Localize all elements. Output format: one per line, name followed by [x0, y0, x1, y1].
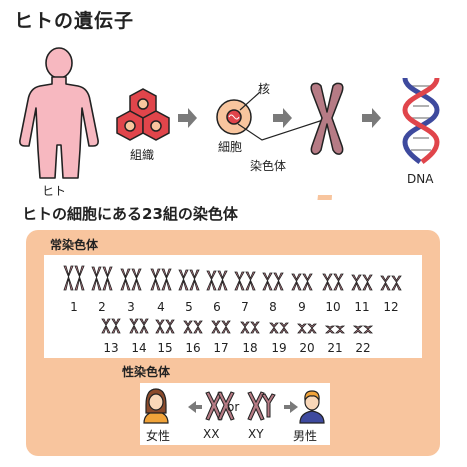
male-label: 男性	[293, 429, 318, 443]
chromosome-number-14: 14	[131, 341, 146, 355]
chromosome-pair-19	[269, 322, 289, 334]
chromosome-pair-13	[101, 318, 121, 334]
chromosome-number-16: 16	[185, 341, 200, 355]
arrow-right-icon	[362, 108, 381, 128]
chromosome-number-22: 22	[355, 341, 370, 355]
chromosome-pair-6	[206, 270, 228, 291]
section-subtitle: ヒトの細胞にある23組の染色体	[22, 205, 238, 223]
chromosome-pair-22	[352, 325, 374, 334]
sex-chromosomes-label: 性染色体	[122, 365, 171, 379]
cell-label: 細胞	[218, 140, 243, 154]
chromosome-number-15: 15	[157, 341, 172, 355]
chromosome-number-11: 11	[354, 300, 369, 314]
chromosome-number-10: 10	[325, 300, 340, 314]
chromosome-pair-18	[240, 321, 260, 334]
page-title: ヒトの遺伝子	[14, 10, 135, 32]
chromosome-number-18: 18	[242, 341, 257, 355]
chromosome-pair-8	[262, 272, 284, 291]
or-label: or	[227, 400, 240, 414]
chromosome-pair-16	[183, 320, 203, 334]
chromosome-pair-20	[297, 323, 317, 334]
chromosome-number-3: 3	[127, 300, 135, 314]
chromosome-number-4: 4	[157, 300, 165, 314]
chromosome-number-8: 8	[269, 300, 277, 314]
autosomes-label: 常染色体	[50, 238, 99, 252]
chromosome-pair-12	[380, 275, 402, 291]
male-avatar-icon	[299, 390, 325, 424]
chromosome-pair-3	[120, 268, 142, 291]
chromosome-number-12: 12	[383, 300, 398, 314]
chromosome-number-7: 7	[241, 300, 249, 314]
nucleus-label: 核	[258, 82, 271, 96]
female-avatar-icon	[143, 388, 169, 424]
xy-label: XY	[248, 427, 264, 441]
xx-label: XX	[203, 427, 220, 441]
chromosome-pair-10	[322, 273, 344, 291]
chromosome-pair-9	[291, 273, 313, 291]
chromosome-pair-17	[211, 320, 231, 334]
arrow-right-icon	[178, 108, 197, 128]
dna-label: DNA	[407, 172, 434, 186]
chromosome-number-19: 19	[271, 341, 286, 355]
chromosome-label: 染色体	[250, 159, 287, 173]
chromosome-pair-1	[63, 265, 85, 291]
chromosome-pair-14	[129, 318, 149, 334]
arrow-left-icon	[188, 401, 202, 413]
autosomes-box	[44, 255, 422, 358]
sex-chromosome-row	[143, 388, 325, 424]
female-label: 女性	[146, 429, 171, 443]
chromosome-pair-2	[91, 266, 113, 291]
chromosome-number-21: 21	[327, 341, 342, 355]
arrow-right-icon	[273, 108, 292, 128]
chromosome-pair-15	[155, 319, 175, 334]
chromosome-number-17: 17	[213, 341, 228, 355]
chromosome-pair-11	[351, 274, 373, 291]
chromosome-pair-7	[234, 271, 256, 291]
top-flow-diagram	[19, 47, 440, 200]
chromosome-number-5: 5	[185, 300, 193, 314]
chromosome-number-6: 6	[213, 300, 221, 314]
chromosome-icon	[310, 82, 344, 155]
tissue-label: 組織	[130, 148, 155, 162]
chromosome-number-1: 1	[70, 300, 78, 314]
xx-chromosome-icon	[205, 391, 235, 421]
chromosome-number-2: 2	[98, 300, 106, 314]
dna-helix-icon	[402, 77, 440, 164]
chromosome-pair-5	[178, 269, 200, 291]
human-figure-icon	[19, 47, 99, 179]
sex-chromosomes-box	[140, 383, 330, 445]
chromosome-number-13: 13	[103, 341, 118, 355]
human-label: ヒト	[42, 184, 67, 198]
tissue-icon	[116, 88, 170, 141]
chromosome-pair-4	[150, 268, 172, 291]
chromosome-pair-21	[324, 325, 346, 334]
chromosome-number-9: 9	[298, 300, 306, 314]
arrow-right-icon	[284, 401, 298, 413]
xy-chromosome-icon	[247, 391, 276, 421]
chromosome-number-20: 20	[299, 341, 314, 355]
